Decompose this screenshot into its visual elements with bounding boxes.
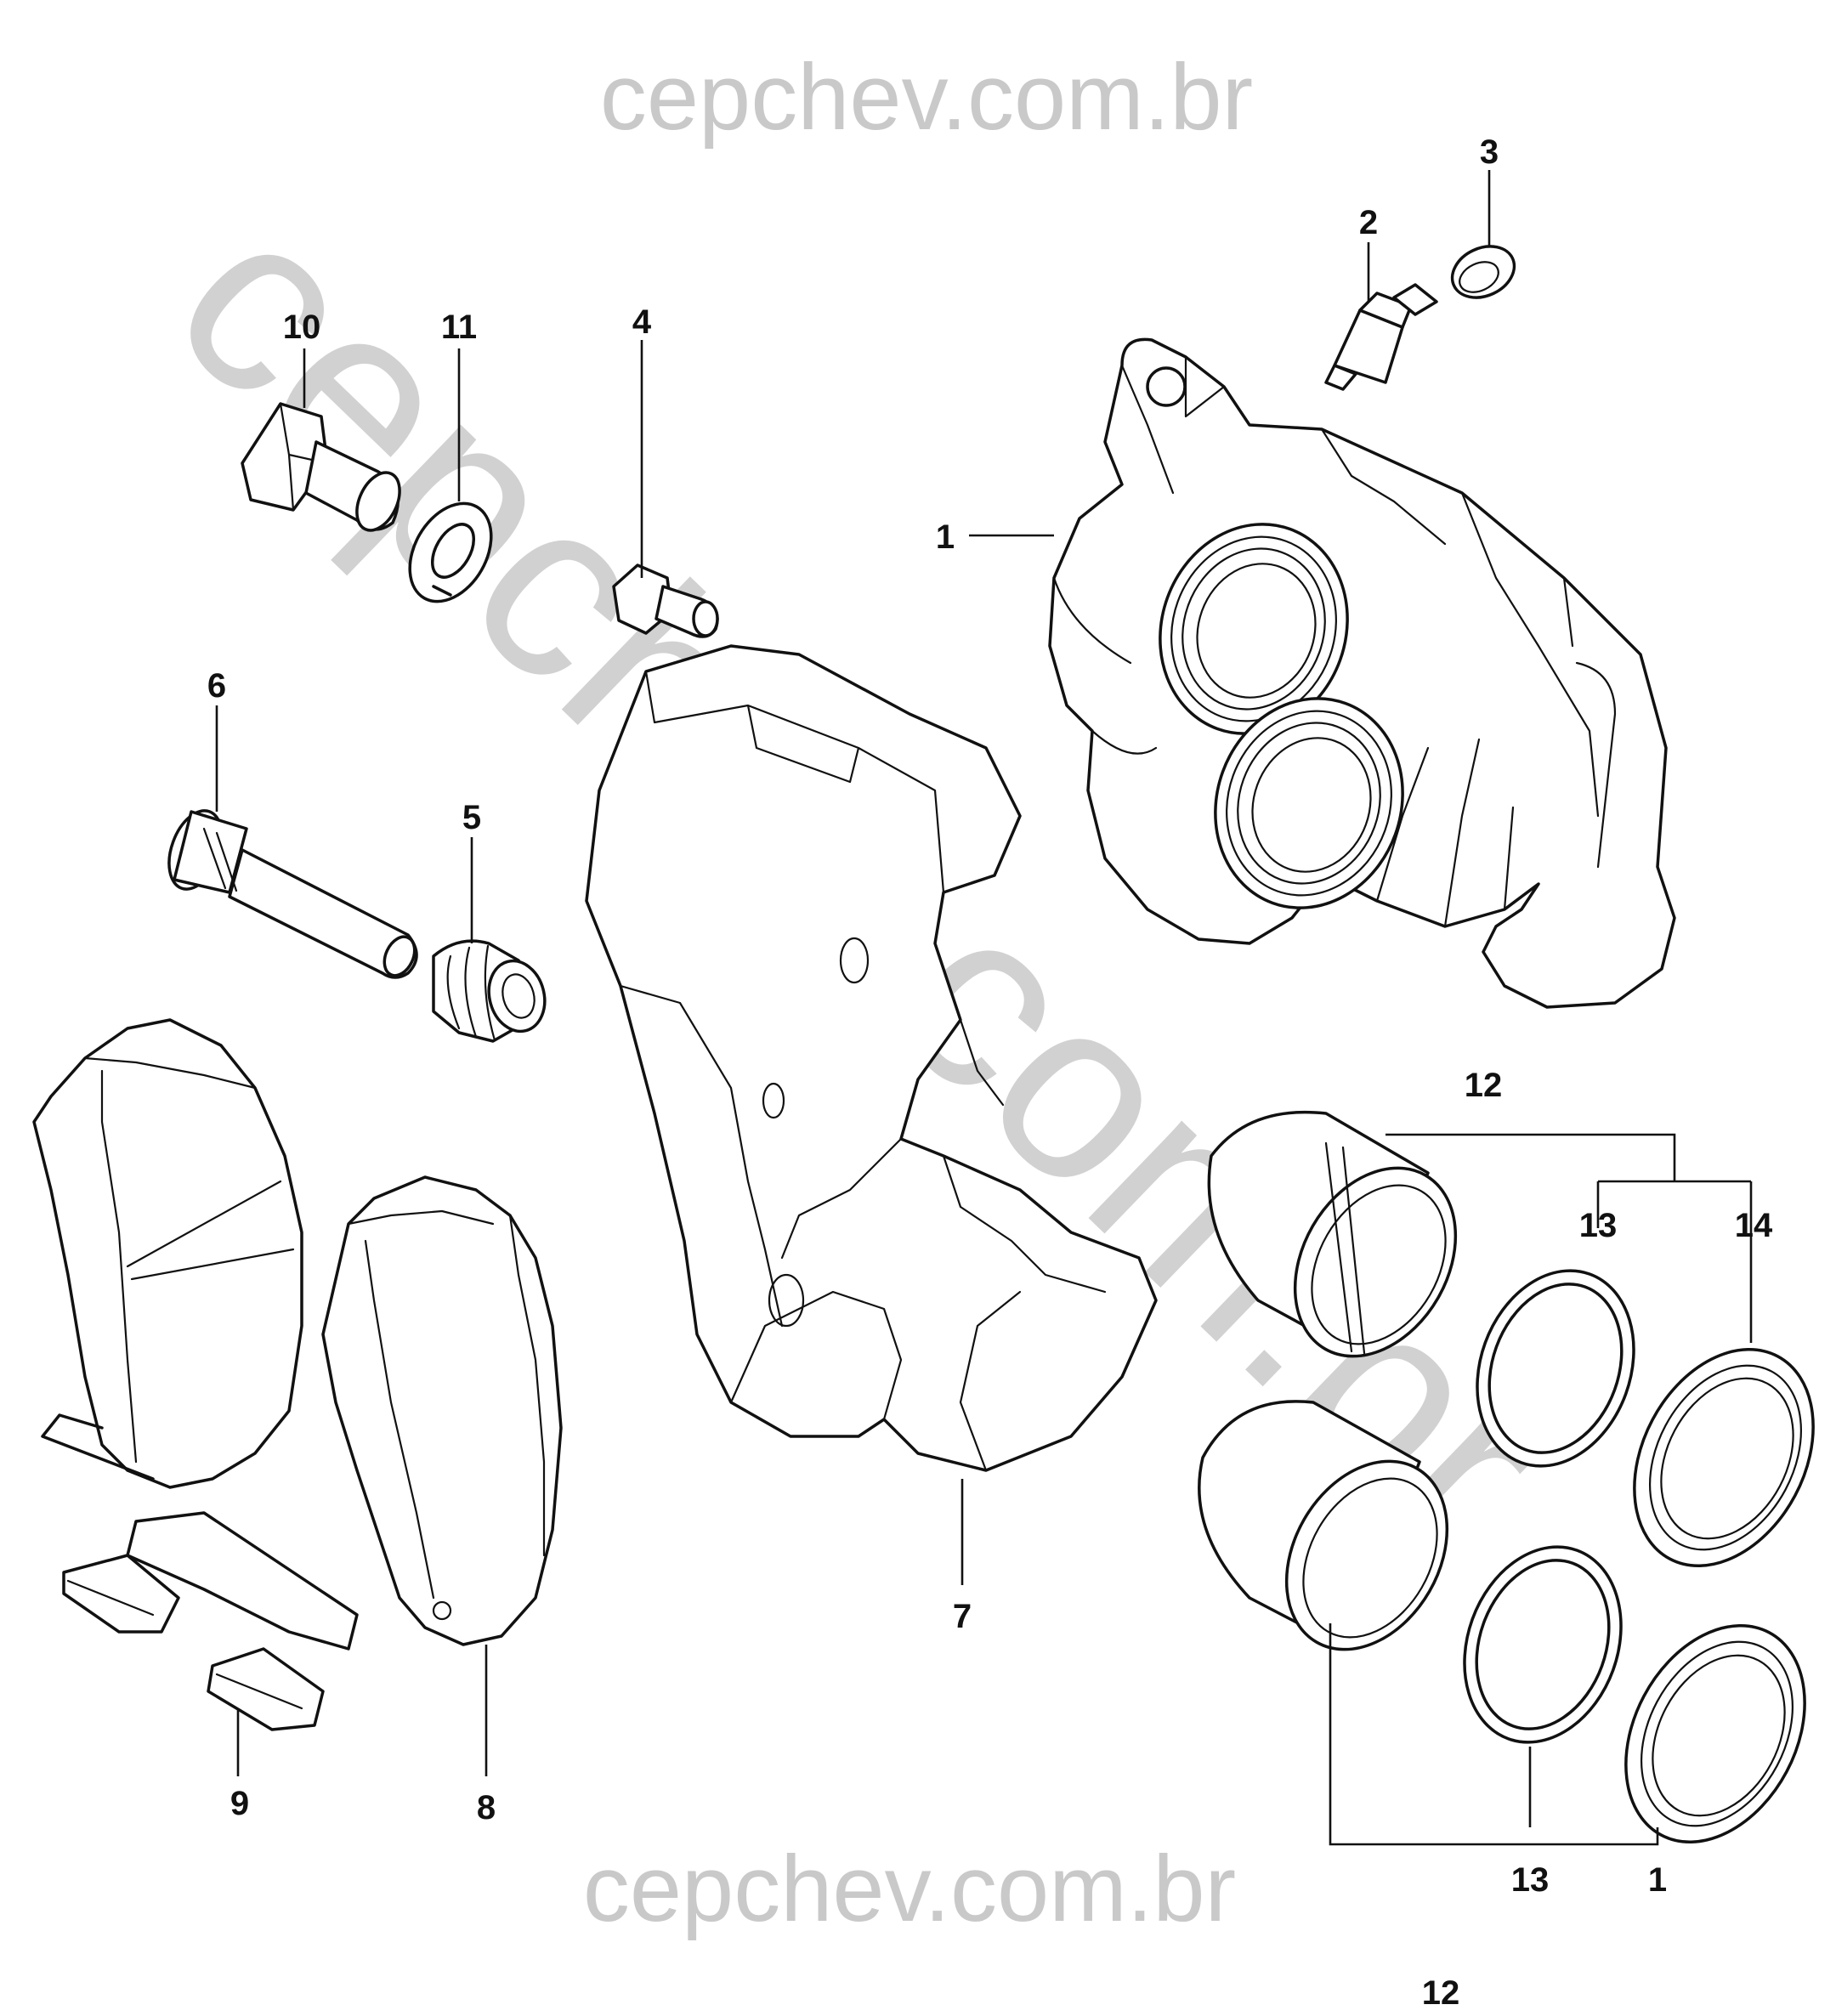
part-3-dust-cap	[1450, 245, 1516, 299]
callout-1-caliper: 1	[936, 518, 955, 556]
part-13-seal-ring-lower	[1463, 1545, 1623, 1744]
callout-8: 8	[477, 1789, 496, 1826]
watermark-top: cepchev.com.br	[600, 45, 1253, 150]
part-6-guide-pin	[167, 809, 418, 979]
watermark-bottom: cepchev.com.br	[583, 1837, 1236, 1941]
callout-1-dust-boot: 1	[1648, 1861, 1667, 1899]
part-10-hex-bolt	[241, 402, 401, 532]
callout-14: 14	[1735, 1207, 1773, 1244]
part-12-piston-upper	[1207, 1110, 1458, 1358]
part-7-caliper-bracket	[585, 644, 1158, 1472]
part-8-brake-pad-inner	[32, 1018, 303, 1489]
callout-3: 3	[1480, 133, 1499, 171]
callout-9: 9	[230, 1785, 249, 1822]
callout-11: 11	[441, 309, 477, 346]
part-11-lock-washer	[408, 501, 493, 603]
callouts: 1 2 3 4 10 11 6 5 7 8 9 12 13 14 13 1 12	[207, 133, 1773, 2012]
callout-5: 5	[462, 799, 481, 836]
part-1-dust-boot-lower	[1624, 1623, 1806, 1844]
callout-6: 6	[207, 667, 226, 705]
part-13-seal-ring-upper	[1476, 1269, 1635, 1468]
callout-12-lower: 12	[1422, 1974, 1460, 2012]
callout-13-upper: 13	[1579, 1207, 1618, 1244]
part-1-caliper-housing	[1048, 337, 1676, 1009]
callout-7: 7	[953, 1598, 972, 1635]
callout-2: 2	[1359, 204, 1378, 241]
part-9-anti-rattle-clip	[62, 1511, 359, 1731]
callout-4: 4	[632, 303, 652, 341]
callout-13-lower: 13	[1511, 1861, 1550, 1899]
part-2-bleeder-screw	[1324, 283, 1438, 391]
part-4-flange-bolt	[612, 563, 719, 638]
callout-10: 10	[283, 309, 321, 346]
callout-12-upper: 12	[1465, 1067, 1503, 1104]
part-12-piston-lower	[1198, 1400, 1449, 1651]
part-8-brake-pad-outer	[321, 1175, 563, 1646]
leader-lines	[215, 170, 1753, 1846]
part-5-guide-pin-boot	[432, 939, 547, 1043]
part-14-dust-boot-upper	[1633, 1347, 1815, 1568]
